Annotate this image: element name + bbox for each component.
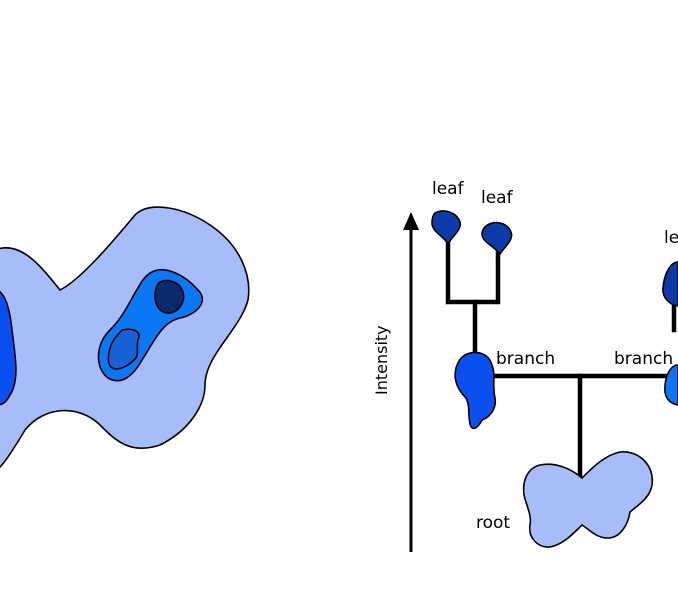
leaf-node-1 [431, 210, 462, 246]
intensity-axis: Intensity [372, 212, 419, 552]
leaf-node-3-partial [662, 261, 678, 307]
contour-map [0, 206, 250, 469]
branch-label-1: branch [496, 349, 555, 369]
branch-node-2-partial [664, 364, 678, 406]
leaf-label-2: leaf [481, 188, 514, 208]
inner-contour-region [107, 328, 140, 370]
branch-label-2: branch [614, 349, 673, 369]
leaf-label-1: leaf [432, 179, 465, 199]
left-bright-blob [0, 291, 17, 406]
leaf-node-2 [481, 221, 513, 256]
peak-contour-region [154, 279, 185, 314]
root-label: root [476, 513, 510, 533]
axis-label: Intensity [372, 325, 391, 395]
axis-arrowhead [403, 212, 419, 230]
root-node [522, 451, 654, 548]
branch-node-1 [454, 351, 497, 430]
leaf-label-3-partial: le [664, 228, 678, 248]
component-tree: Intensity leaf leaf le branch branch roo… [372, 179, 678, 552]
tree-edges [445, 233, 677, 483]
